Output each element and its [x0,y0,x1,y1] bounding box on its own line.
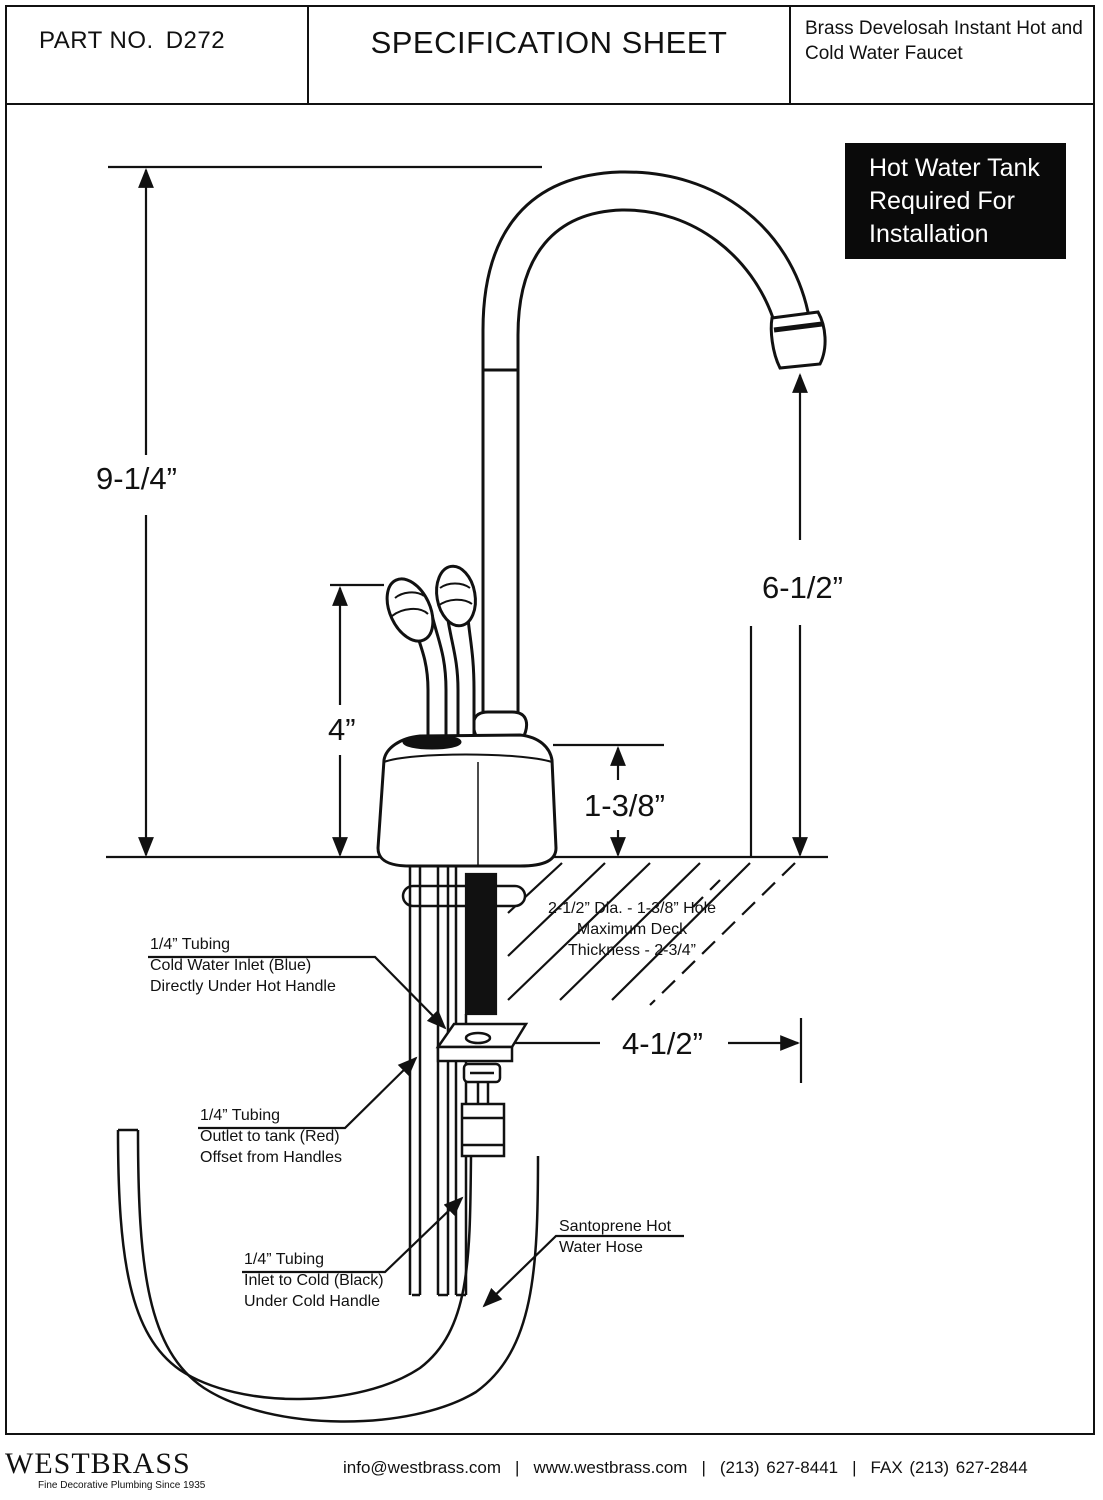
sheet-title: SPECIFICATION SHEET [370,25,728,60]
separator: | [852,1458,857,1477]
callout-hose-line-1: Santoprene Hot [559,1218,672,1235]
callout-cold-black: 1/4” Tubing Inlet to Cold (Black) Under … [244,1249,384,1312]
deck-note-line-3: Thickness - 2-3/4” [567,942,697,959]
spec-sheet-frame: PART NO. D272 SPECIFICATION SHEET Brass D… [5,5,1095,1435]
deck-note-line-2: Maximum Deck [576,921,688,938]
part-number: PART NO. D272 [39,27,237,55]
spout-reach-label: 4-1/2” [622,1026,703,1062]
callout-leaders [148,955,684,1308]
mounting-bracket [435,1022,529,1063]
brand-logo: WESTBRASS [5,1447,191,1480]
deck-hatching [507,862,796,1006]
phone-number: (213) 627-8441 [719,1458,839,1477]
product-name: Brass Develosah Instant Hot and Cold Wat… [805,18,1083,64]
separator: | [701,1458,706,1477]
email-link[interactable]: info@westbrass.com [343,1458,502,1477]
callout-cold-black-line-1: 1/4” Tubing [244,1251,325,1268]
part-label: PART NO. [39,27,154,54]
callout-cold-inlet: 1/4” Tubing Cold Water Inlet (Blue) Dire… [150,934,336,997]
product-cell: Brass Develosah Instant Hot and Cold Wat… [791,7,1093,103]
callout-cold-black-line-2: Inlet to Cold (Black) [244,1272,384,1289]
callout-tank-outlet-line-2: Outlet to tank (Red) [200,1128,340,1145]
notice-line-1: Hot Water Tank [869,154,1040,182]
notice-line-3: Installation [869,220,989,248]
deck-note-line-1: 2-1/2” Dia. - 1-3/8” Hole [547,900,717,917]
footer: WESTBRASS Fine Decorative Plumbing Since… [0,1440,1103,1500]
callout-tank-outlet: 1/4” Tubing Outlet to tank (Red) Offset … [200,1105,342,1168]
handle-height-label: 4” [328,712,356,748]
callout-hose-line-2: Water Hose [559,1239,643,1256]
cold-handle [435,564,477,742]
brand-tagline: Fine Decorative Plumbing Since 1935 [38,1480,206,1491]
faucet-technical-drawing [106,165,828,1423]
hot-water-hose [116,1128,540,1423]
notice-line-2: Required For [869,187,1015,215]
spout [471,170,810,741]
threaded-shank [464,872,498,1016]
header-bar: PART NO. D272 SPECIFICATION SHEET Brass D… [7,7,1093,105]
title-cell: SPECIFICATION SHEET [309,7,791,103]
aerator [769,310,827,370]
part-value: D272 [165,27,226,54]
part-number-cell: PART NO. D272 [7,7,309,103]
callout-cold-inlet-line-1: 1/4” Tubing [150,936,231,953]
fax-number: FAX (213) 627-2844 [870,1458,1028,1477]
callout-tank-outlet-line-1: 1/4” Tubing [200,1107,281,1124]
installation-notice: Hot Water Tank Required For Installation [845,143,1066,259]
callout-tank-outlet-line-3: Offset from Handles [200,1149,342,1166]
hot-handle [385,577,448,742]
hose-fitting [460,1062,506,1158]
mounting-washer [401,884,527,908]
tubes [408,866,468,1297]
spout-height-label: 6-1/2” [762,570,843,606]
base-height-label: 1-3/8” [584,788,665,824]
website-link[interactable]: www.westbrass.com [533,1458,688,1477]
callout-cold-black-line-3: Under Cold Handle [244,1293,381,1310]
callout-hose: Santoprene Hot Water Hose [559,1216,671,1258]
deck-note: 2-1/2” Dia. - 1-3/8” Hole Maximum Deck T… [546,898,718,961]
callout-cold-inlet-line-2: Cold Water Inlet (Blue) [150,957,312,974]
callout-cold-inlet-line-3: Directly Under Hot Handle [150,978,336,995]
separator: | [515,1458,520,1477]
overall-height-label: 9-1/4” [96,461,177,497]
faucet-base [376,733,558,868]
contact-line: info@westbrass.com | www.westbrass.com | (21… [343,1458,1028,1478]
